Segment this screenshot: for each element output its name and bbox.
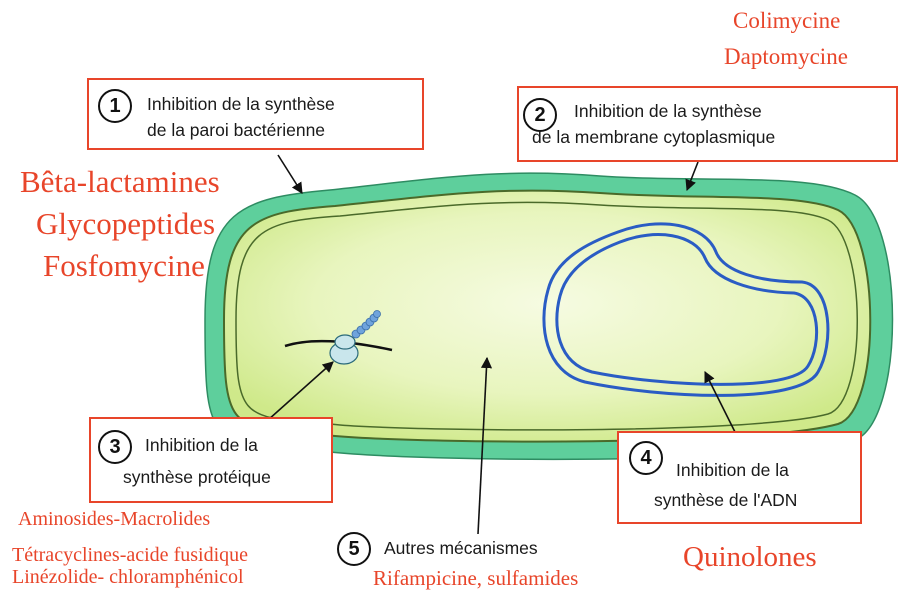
cytoplasm — [222, 189, 872, 443]
target-4-number: 4 — [629, 441, 663, 475]
arrow-target-3 — [267, 361, 334, 421]
target-3-box — [89, 417, 333, 503]
drug-fosfomycine: Fosfomycine — [43, 248, 205, 283]
ribosome — [284, 310, 393, 365]
cytoplasmic-membrane — [235, 201, 858, 431]
target-3-label-line2: synthèse protéique — [123, 467, 271, 487]
target-1-label-line1: Inhibition de la synthèse — [147, 94, 335, 114]
drug-daptomycine: Daptomycine — [724, 44, 848, 69]
target-3-label-line1: Inhibition de la — [145, 435, 258, 455]
arrow-target-5 — [477, 356, 493, 535]
target-4-label-line2: synthèse de l'ADN — [654, 490, 798, 510]
drug-rifampicine-sulfamides: Rifampicine, sulfamides — [373, 566, 579, 590]
drug-tetracyclines-acide-fusidique: Tétracyclines-acide fusidique — [12, 544, 248, 566]
target-4-label-line1: Inhibition de la — [676, 460, 789, 480]
drug-aminosides-macrolides: Aminosides-Macrolides — [18, 508, 211, 530]
target-1-number: 1 — [98, 89, 132, 123]
drug-glycopeptides: Glycopeptides — [36, 206, 216, 241]
target-3-number: 3 — [98, 430, 132, 464]
target-2-label-line2: de la membrane cytoplasmique — [532, 127, 776, 147]
arrow-target-2 — [685, 161, 699, 192]
target-2-number: 2 — [523, 98, 557, 132]
drug-quinolones: Quinolones — [683, 541, 817, 573]
drug-linezolide-chloramphenicol: Linézolide- chloramphénicol — [12, 566, 244, 588]
target-5-label: Autres mécanismes — [384, 538, 538, 558]
target-5-number: 5 — [337, 532, 371, 566]
nascent-peptide-chain — [351, 310, 381, 339]
target-1-label-line2: de la paroi bactérienne — [147, 120, 326, 140]
target-2-label-line1: Inhibition de la synthèse — [574, 101, 762, 121]
drug-colimycine: Colimycine — [733, 8, 841, 33]
arrow-target-1 — [277, 154, 303, 194]
target-1-box — [87, 78, 424, 150]
dna-loop — [542, 222, 830, 397]
drug-beta-lactamines: Bêta-lactamines — [20, 164, 220, 199]
target-2-box — [517, 86, 898, 162]
